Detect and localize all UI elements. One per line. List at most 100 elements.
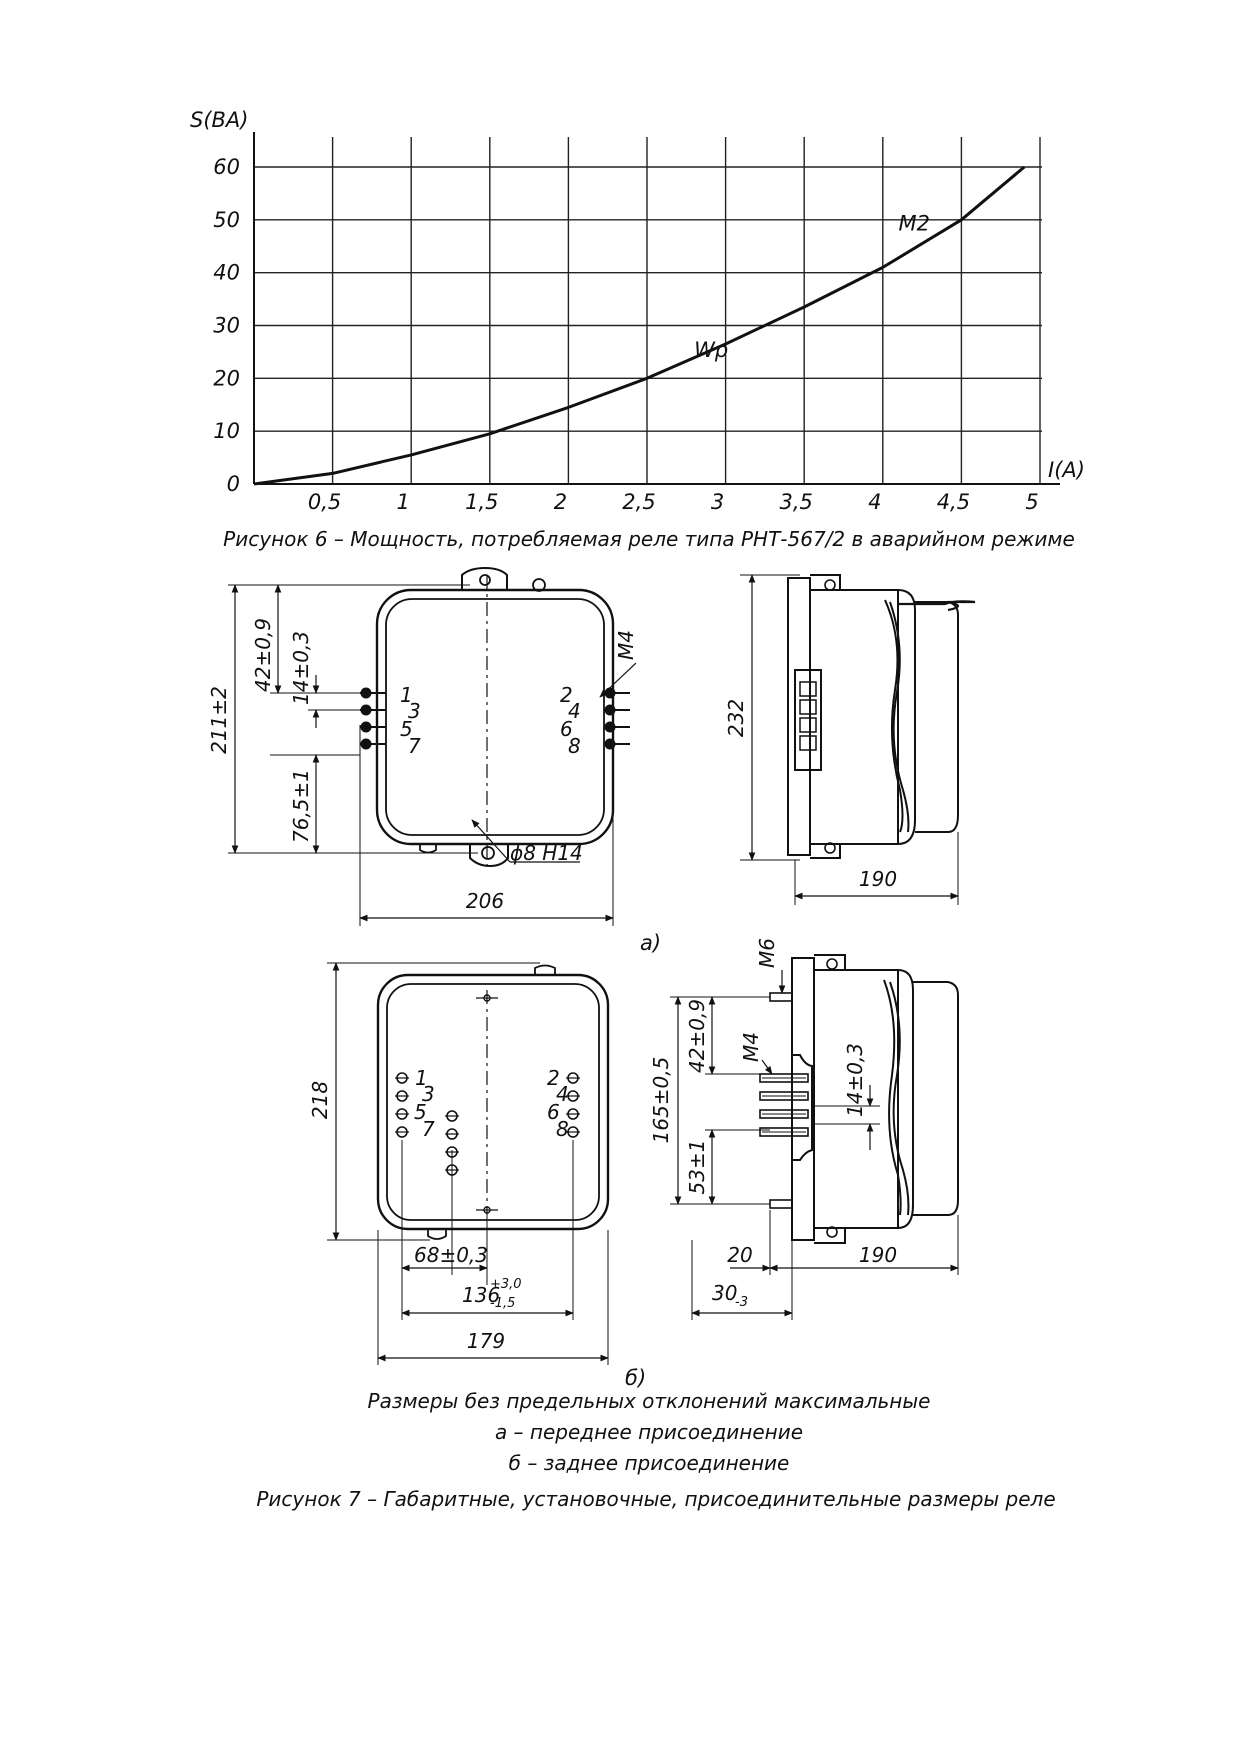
relay-body-outer: [376, 973, 610, 1231]
terminal-label: 3: [408, 699, 421, 723]
rear-studs: [759, 1073, 809, 1137]
note-line: а – переднее присоединение: [495, 1420, 803, 1444]
terminal-label: 5: [414, 1100, 427, 1124]
terminal-nut-icon: [604, 687, 616, 699]
figure7a-front-view: 1 3 5 7 2 4 6 8 211±2 42±0,9 14±0,3 76,5…: [207, 566, 638, 926]
x-tick-label: 0,5: [308, 490, 341, 514]
dim-side-top: 42±0,9: [685, 999, 709, 1073]
y-tick-label: 40: [213, 261, 240, 285]
y-tick-label: 50: [213, 208, 240, 232]
dim-side-height: 232: [724, 699, 748, 737]
dim-width: 206: [466, 889, 504, 913]
chart-axes: [253, 132, 1060, 485]
dim-side-bottom: 53±1: [685, 1140, 709, 1195]
y-tick-label: 0: [227, 472, 240, 496]
dim-tol-lower: -1,5: [490, 1296, 515, 1311]
relay-body-inner: [386, 983, 600, 1221]
x-tick-label: 4,5: [937, 490, 970, 514]
terminal-label: 2: [560, 683, 573, 707]
terminal-nut-icon: [604, 704, 616, 716]
terminal-label: 7: [422, 1117, 435, 1141]
x-tick-label: 4: [868, 490, 881, 514]
rear-stud: [759, 1091, 809, 1101]
dim-tol-upper: +3,0: [490, 1277, 522, 1292]
dim-width: 179: [467, 1329, 505, 1353]
chart-annotations: Wр М2: [694, 211, 930, 362]
chart-x-tick-labels: 0,5 1 1,5 2 2,5 3 3,5 4 4,5 5: [308, 490, 1039, 514]
terminal-label: 3: [422, 1082, 435, 1106]
terminal-nut-icon: [360, 721, 372, 733]
figure6-caption: Рисунок 6 – Мощность, потребляемая реле …: [223, 527, 1075, 551]
terminal-label: 1: [400, 683, 413, 707]
thread-m4-label: М4: [739, 1032, 763, 1062]
note-line: б – заднее присоединение: [509, 1451, 790, 1475]
dim-bottom-offset: 76,5±1: [289, 769, 313, 843]
dim-side-height: 165±0,5: [649, 1057, 673, 1144]
dim-side-pitch: 14±0,3: [843, 1043, 867, 1117]
figure7a-side-view: 232 190: [724, 574, 976, 905]
terminal-label: 1: [415, 1066, 428, 1090]
y-tick-label: 10: [213, 419, 240, 443]
screw-icon: [532, 578, 546, 592]
terminal-label: 2: [547, 1066, 560, 1090]
dim-depth: 190: [859, 867, 897, 891]
figure7b-rear-view: 1 3 5 7 2 4 6 8 218 68±0,3 136 +3,0 -1,5…: [308, 962, 610, 1365]
mount-hole-icon: [481, 846, 495, 860]
x-tick-label: 3,5: [779, 490, 812, 514]
dim-panel: 30: [712, 1281, 737, 1305]
terminal-label: 7: [408, 734, 421, 758]
terminal-label: 6: [560, 717, 573, 741]
relay-housing-side: [809, 589, 899, 845]
rear-panel-flange: [791, 957, 815, 1241]
y-tick-label: 60: [213, 155, 240, 179]
rear-stud: [759, 1073, 809, 1083]
rear-stud: [759, 1109, 809, 1119]
terminal-nut-icon: [604, 721, 616, 733]
dim-top-offset: 42±0,9: [251, 618, 275, 692]
x-tick-label: 1: [397, 490, 410, 514]
terminal-studs-left: [360, 687, 386, 750]
terminal-nut-icon: [360, 687, 372, 699]
dim-stud: 20: [727, 1243, 752, 1267]
dim-mount-width: 136: [462, 1283, 500, 1307]
thread-m6-label: М6: [755, 938, 779, 968]
x-tick-label: 2: [554, 490, 567, 514]
dim-spacing: 68±0,3: [414, 1243, 488, 1267]
x-tick-label: 2,5: [622, 490, 655, 514]
chart-y-axis-label: S(ВА): [190, 108, 249, 132]
terminal-nut-icon: [360, 738, 372, 750]
mount-hole-icon: [479, 574, 491, 586]
view-b-label: б): [625, 1366, 646, 1390]
chart-annotation: Wр: [694, 338, 728, 362]
relay-body-outer: [375, 588, 615, 846]
figure7b-side-view: 165±0,5 42±0,9 53±1 М6 М4 14±0,3 20 190 …: [649, 938, 959, 1320]
terminal-label: 4: [568, 699, 581, 723]
dim-overall-height: 218: [308, 1081, 332, 1119]
relay-body-inner: [385, 598, 605, 836]
terminal-label: 4: [556, 1082, 569, 1106]
terminal-label: 5: [400, 717, 413, 741]
terminal-nut-icon: [360, 704, 372, 716]
hole-label: ϕ8 Н14: [510, 841, 583, 865]
chart-grid: [254, 137, 1042, 484]
y-tick-label: 30: [213, 314, 240, 338]
figure7-caption: Рисунок 7 – Габаритные, установочные, пр…: [256, 1487, 1055, 1511]
chart-annotation: М2: [899, 211, 930, 235]
dim-terminal-pitch: 14±0,3: [289, 631, 313, 705]
terminal-label: 6: [547, 1100, 560, 1124]
view-a-label: а): [640, 931, 661, 955]
x-tick-label: 5: [1025, 490, 1038, 514]
x-tick-label: 3: [711, 490, 724, 514]
terminal-studs-right: [604, 687, 630, 750]
thread-label: М4: [614, 630, 638, 660]
note-line: Размеры без предельных отклонений максим…: [368, 1389, 931, 1413]
terminal-nut-icon: [604, 738, 616, 750]
x-tick-label: 1,5: [465, 490, 498, 514]
terminal-label: 8: [556, 1117, 569, 1141]
terminal-label: 8: [568, 734, 581, 758]
dim-overall-height: 211±2: [207, 686, 231, 754]
relay-housing-side: [813, 969, 899, 1229]
